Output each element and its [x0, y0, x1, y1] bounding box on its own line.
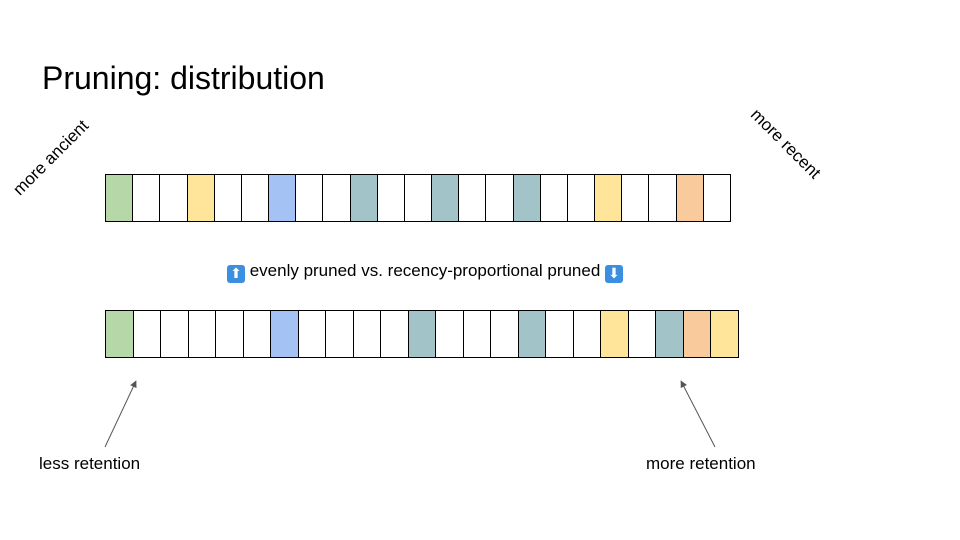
empty-cell [491, 311, 519, 357]
empty-cell [377, 175, 405, 221]
empty-cell [241, 175, 270, 221]
empty-cell [546, 311, 574, 357]
teal-cell [350, 175, 378, 221]
orange-cell [683, 311, 712, 357]
empty-cell [188, 311, 217, 357]
recency-proportional-strip [105, 310, 739, 358]
teal-cell [513, 175, 541, 221]
empty-cell [381, 311, 409, 357]
yellow-cell [601, 311, 629, 357]
empty-cell [214, 175, 242, 221]
page-title: Pruning: distribution [42, 60, 325, 96]
empty-cell [436, 311, 464, 357]
yellow-cell [711, 311, 738, 357]
evenly-pruned-strip [105, 174, 731, 222]
less-retention-arrow [104, 380, 137, 448]
more-retention-arrow [680, 380, 716, 448]
teal-cell [408, 311, 437, 357]
empty-cell [649, 175, 677, 221]
empty-cell [463, 311, 492, 357]
empty-cell [353, 311, 382, 357]
comparison-caption: ⬆ evenly pruned vs. recency-proportional… [0, 259, 850, 283]
teal-cell [656, 311, 684, 357]
empty-cell [243, 311, 272, 357]
blue-cell [269, 175, 297, 221]
empty-cell [540, 175, 568, 221]
up-arrow-icon: ⬆ [226, 265, 245, 283]
yellow-cell [187, 175, 215, 221]
empty-cell [133, 175, 161, 221]
empty-cell [160, 175, 188, 221]
more-retention-label: more retention [646, 454, 756, 473]
empty-cell [216, 311, 244, 357]
empty-cell [296, 175, 324, 221]
comparison-caption-text: evenly pruned vs. recency-proportional p… [249, 261, 601, 280]
empty-cell [622, 175, 650, 221]
yellow-cell [595, 175, 623, 221]
empty-cell [459, 175, 487, 221]
empty-cell [486, 175, 514, 221]
teal-cell [518, 311, 547, 357]
down-arrow-icon: ⬇ [605, 265, 624, 283]
empty-cell [298, 311, 327, 357]
teal-cell [432, 175, 460, 221]
less-retention-label: less retention [39, 454, 141, 473]
empty-cell [326, 311, 354, 357]
empty-cell [567, 175, 596, 221]
empty-cell [133, 311, 162, 357]
empty-cell [323, 175, 351, 221]
empty-cell [573, 311, 602, 357]
empty-cell [404, 175, 433, 221]
green-cell [106, 175, 134, 221]
orange-cell [676, 175, 704, 221]
empty-cell [161, 311, 189, 357]
blue-cell [271, 311, 299, 357]
empty-cell [703, 175, 730, 221]
green-cell [106, 311, 134, 357]
empty-cell [628, 311, 657, 357]
